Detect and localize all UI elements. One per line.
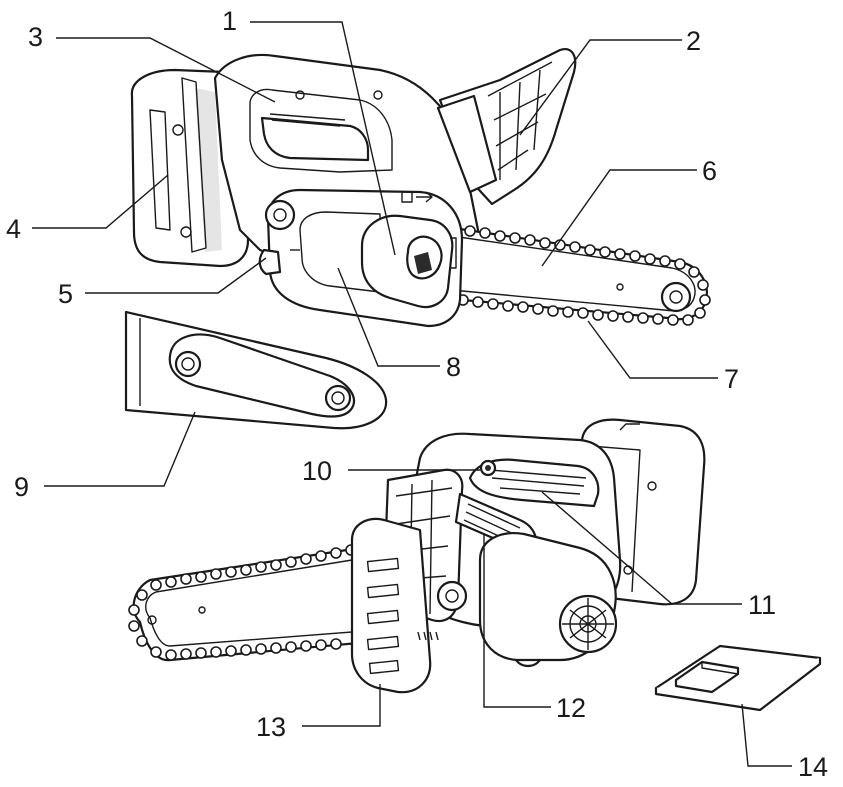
leader-6 [541, 169, 697, 267]
leader-7 [587, 320, 718, 379]
callout-3: 3 [28, 22, 43, 52]
leader-4 [32, 174, 169, 229]
saw-chain-top [449, 223, 711, 306]
leader-2 [519, 39, 682, 136]
chainsaw-front-view [128, 418, 706, 694]
guide-bar-and-chain [438, 223, 711, 326]
leader-3 [56, 37, 276, 103]
leader-11 [541, 491, 742, 605]
callout-13: 13 [256, 712, 286, 742]
callout-7: 7 [724, 364, 739, 394]
blade-case [654, 644, 822, 712]
callout-4: 4 [6, 214, 21, 244]
callout-14: 14 [798, 752, 828, 782]
leader-1 [250, 21, 396, 256]
callout-12: 12 [556, 693, 586, 723]
leader-9 [44, 411, 196, 487]
callout-1: 1 [222, 6, 237, 36]
guide-bar-cover [124, 310, 388, 430]
callout-10: 10 [302, 456, 332, 486]
oil-tank-cap [360, 214, 457, 309]
hand-guard [436, 48, 577, 206]
motor-housing [478, 532, 618, 662]
callout-5: 5 [58, 279, 73, 309]
side-cover [350, 517, 439, 694]
callout-2: 2 [686, 26, 701, 56]
leader-5 [85, 257, 267, 294]
leader-14 [741, 703, 792, 767]
callout-numbers: 1 2 3 4 5 6 7 8 9 10 11 12 13 14 [6, 6, 828, 782]
direction-marking [401, 191, 433, 203]
chainsaw-side-view [130, 48, 711, 328]
guide-bar-front [128, 544, 394, 662]
leader-12 [483, 534, 551, 708]
callout-9: 9 [14, 472, 29, 502]
callout-6: 6 [702, 156, 717, 186]
leader-lines [32, 21, 792, 767]
callout-8: 8 [446, 352, 461, 382]
leader-13 [302, 684, 381, 727]
leader-8 [337, 267, 440, 367]
callout-11: 11 [748, 590, 776, 620]
